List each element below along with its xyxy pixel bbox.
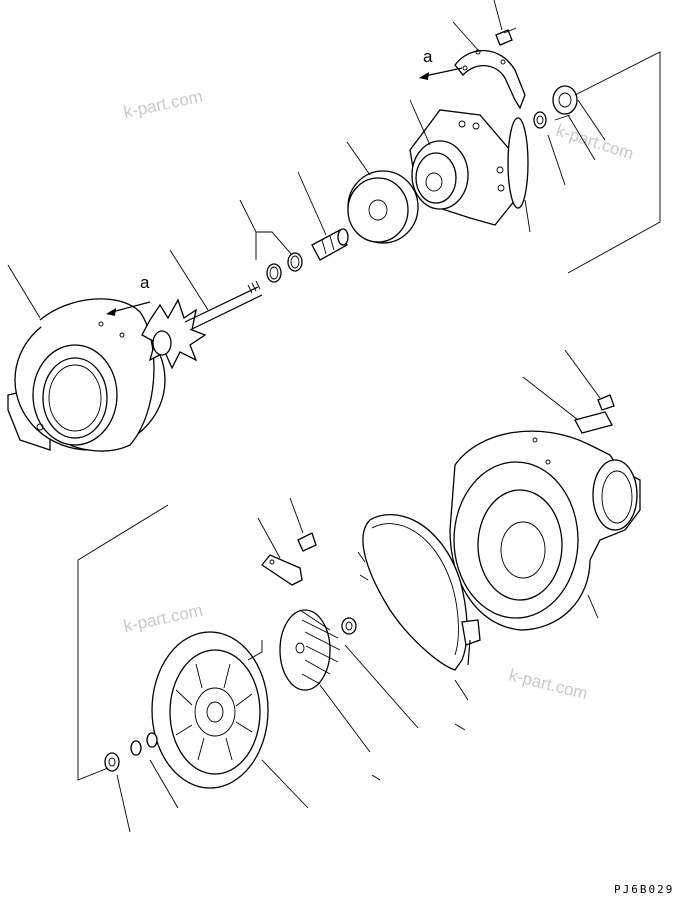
bracket-plate	[574, 394, 615, 434]
compressor-housing	[449, 430, 641, 631]
lower-washers	[104, 732, 158, 772]
o-ring	[507, 117, 529, 209]
view-marker-a-left: a	[140, 273, 150, 292]
leader-lines-upper	[7, 0, 661, 319]
compressor-wheel	[279, 609, 341, 691]
center-bearing-housing	[409, 109, 516, 226]
thrust-sleeve	[311, 228, 349, 261]
nut	[341, 617, 357, 635]
lock-plate	[261, 554, 303, 586]
watermark-top-right: k-part.com	[554, 121, 636, 164]
watermark-bottom-right: k-part.com	[507, 665, 590, 703]
bolt-top	[495, 27, 517, 46]
watermark-middle-left: k-part.com	[122, 601, 204, 636]
gasket-plate	[454, 49, 526, 110]
washer-small	[533, 111, 547, 129]
turbine-wheel-shaft	[141, 280, 263, 370]
seal-plate-disc	[151, 631, 269, 789]
turbine-housing	[7, 298, 166, 452]
view-marker-a-top: a	[423, 47, 433, 66]
oil-seal-plate	[552, 85, 578, 121]
watermark-top-left: k-part.com	[122, 87, 204, 122]
bolt-lower	[297, 532, 317, 552]
v-band-clamp	[357, 513, 481, 671]
drawing-code: PJ6B029	[614, 883, 674, 896]
back-plate	[347, 170, 419, 244]
leader-lines-lower	[77, 349, 601, 833]
view-arrow-a-top	[424, 67, 463, 77]
seal-rings	[266, 252, 303, 283]
view-arrow-a-left	[111, 301, 151, 313]
